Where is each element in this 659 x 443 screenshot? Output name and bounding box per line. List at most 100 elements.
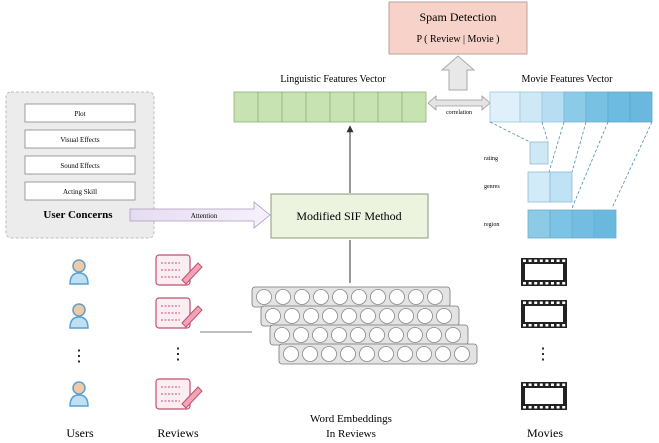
embedding-circle: [369, 327, 385, 343]
embedding-circle: [435, 346, 451, 362]
embedding-circle: [408, 289, 424, 305]
linguistic-vector-cell: [329, 91, 355, 123]
users-ellipsis: ⋮: [71, 348, 87, 365]
review-icon: [155, 378, 203, 410]
embedding-circle: [417, 308, 433, 324]
reviews-column: [155, 254, 203, 410]
film-icon: [521, 300, 567, 328]
concern-item: Plot: [24, 103, 136, 123]
modified-sif-box: Modified SIF Method: [270, 193, 429, 239]
attention-arrow: Attention: [129, 201, 271, 229]
genres-label: genres: [484, 184, 500, 190]
embedding-circle: [303, 308, 319, 324]
concern-item-label: Acting Skill: [63, 188, 97, 196]
user-concerns-title: User Concerns: [43, 209, 113, 221]
embedding-circle: [378, 346, 394, 362]
embedding-circle: [274, 327, 290, 343]
embedding-circle: [389, 289, 405, 305]
embedding-circle: [388, 327, 404, 343]
linguistic-vector-cell: [257, 91, 283, 123]
users-column: [69, 259, 89, 407]
embedding-row: [278, 343, 478, 365]
modified-sif-label: Modified SIF Method: [296, 209, 401, 223]
embedding-circle: [340, 346, 356, 362]
embedding-circle: [332, 289, 348, 305]
rating-vector: [529, 141, 549, 165]
movies-label: Movies: [527, 426, 563, 440]
embedding-circle: [350, 327, 366, 343]
embedding-circle: [427, 289, 443, 305]
users-label: Users: [66, 426, 94, 440]
movies-ellipsis: ⋮: [535, 346, 551, 363]
embedding-circle: [359, 346, 375, 362]
concern-item-label: Visual Effects: [60, 136, 100, 144]
linguistic-vector-cell: [305, 91, 331, 123]
embedding-row: [260, 305, 460, 327]
concern-item-label: Sound Effects: [60, 162, 100, 170]
embedding-circle: [302, 346, 318, 362]
embedding-circle: [445, 327, 461, 343]
reviews-label: Reviews: [157, 426, 199, 440]
reviews-ellipsis: ⋮: [170, 346, 186, 363]
user-icon: [69, 259, 89, 285]
concern-item: Visual Effects: [24, 129, 136, 149]
spam-detection-title: Spam Detection: [420, 10, 497, 24]
film-icon: [521, 382, 567, 410]
embedding-circle: [454, 346, 470, 362]
linguistic-vector-cell: [353, 91, 379, 123]
embedding-circle: [256, 289, 272, 305]
embedding-circle: [426, 327, 442, 343]
spam-detection-formula: P ( Review | Movie ): [416, 34, 499, 45]
linguistic-vector-cell: [281, 91, 307, 123]
review-icon: [155, 254, 203, 286]
embedding-circle: [312, 327, 328, 343]
embedding-circle: [275, 289, 291, 305]
movie-vector-label: Movie Features Vector: [522, 74, 614, 85]
concern-item-label: Plot: [74, 110, 85, 118]
embedding-row: [269, 324, 469, 346]
embedding-circle: [416, 346, 432, 362]
embedding-circle: [283, 346, 299, 362]
linguistic-vector-cell: [401, 91, 427, 123]
rating-label: rating: [484, 156, 498, 162]
movie-connector-lines: [489, 121, 653, 209]
movie-features-vector: [489, 91, 653, 123]
linguistic-vector-cell: [233, 91, 259, 123]
attention-label: Attention: [191, 212, 218, 220]
concern-item: Sound Effects: [24, 155, 136, 175]
spam-detection-box: Spam Detection P ( Review | Movie ): [388, 1, 528, 55]
correlation-label: correlation: [446, 110, 472, 116]
embedding-circle: [436, 308, 452, 324]
user-icon: [69, 381, 89, 407]
linguistic-features-vector: [233, 91, 427, 123]
embedding-circle: [397, 346, 413, 362]
embedding-circle: [407, 327, 423, 343]
embedding-row: [251, 286, 451, 308]
embeddings-label-line2: In Reviews: [326, 428, 376, 440]
region-vector: [527, 209, 617, 239]
movies-column: [521, 258, 567, 410]
embedding-circle: [331, 327, 347, 343]
embedding-circle: [293, 327, 309, 343]
embedding-circle: [313, 289, 329, 305]
correlation-arrow: correlation: [427, 95, 491, 116]
spam-up-arrow: [440, 55, 476, 91]
film-icon: [521, 258, 567, 286]
word-embeddings-stack: [251, 286, 478, 365]
embedding-circle: [351, 289, 367, 305]
linguistic-vector-cell: [377, 91, 403, 123]
review-icon: [155, 297, 203, 329]
user-icon: [69, 303, 89, 329]
embedding-circle: [321, 346, 337, 362]
embeddings-label-line1: Word Embeddings: [310, 413, 392, 425]
embedding-circle: [341, 308, 357, 324]
concern-item: Acting Skill: [24, 181, 136, 201]
embedding-circle: [370, 289, 386, 305]
linguistic-vector-label: Linguistic Features Vector: [280, 74, 386, 85]
embedding-circle: [379, 308, 395, 324]
embedding-circle: [398, 308, 414, 324]
embedding-circle: [360, 308, 376, 324]
embedding-circle: [294, 289, 310, 305]
